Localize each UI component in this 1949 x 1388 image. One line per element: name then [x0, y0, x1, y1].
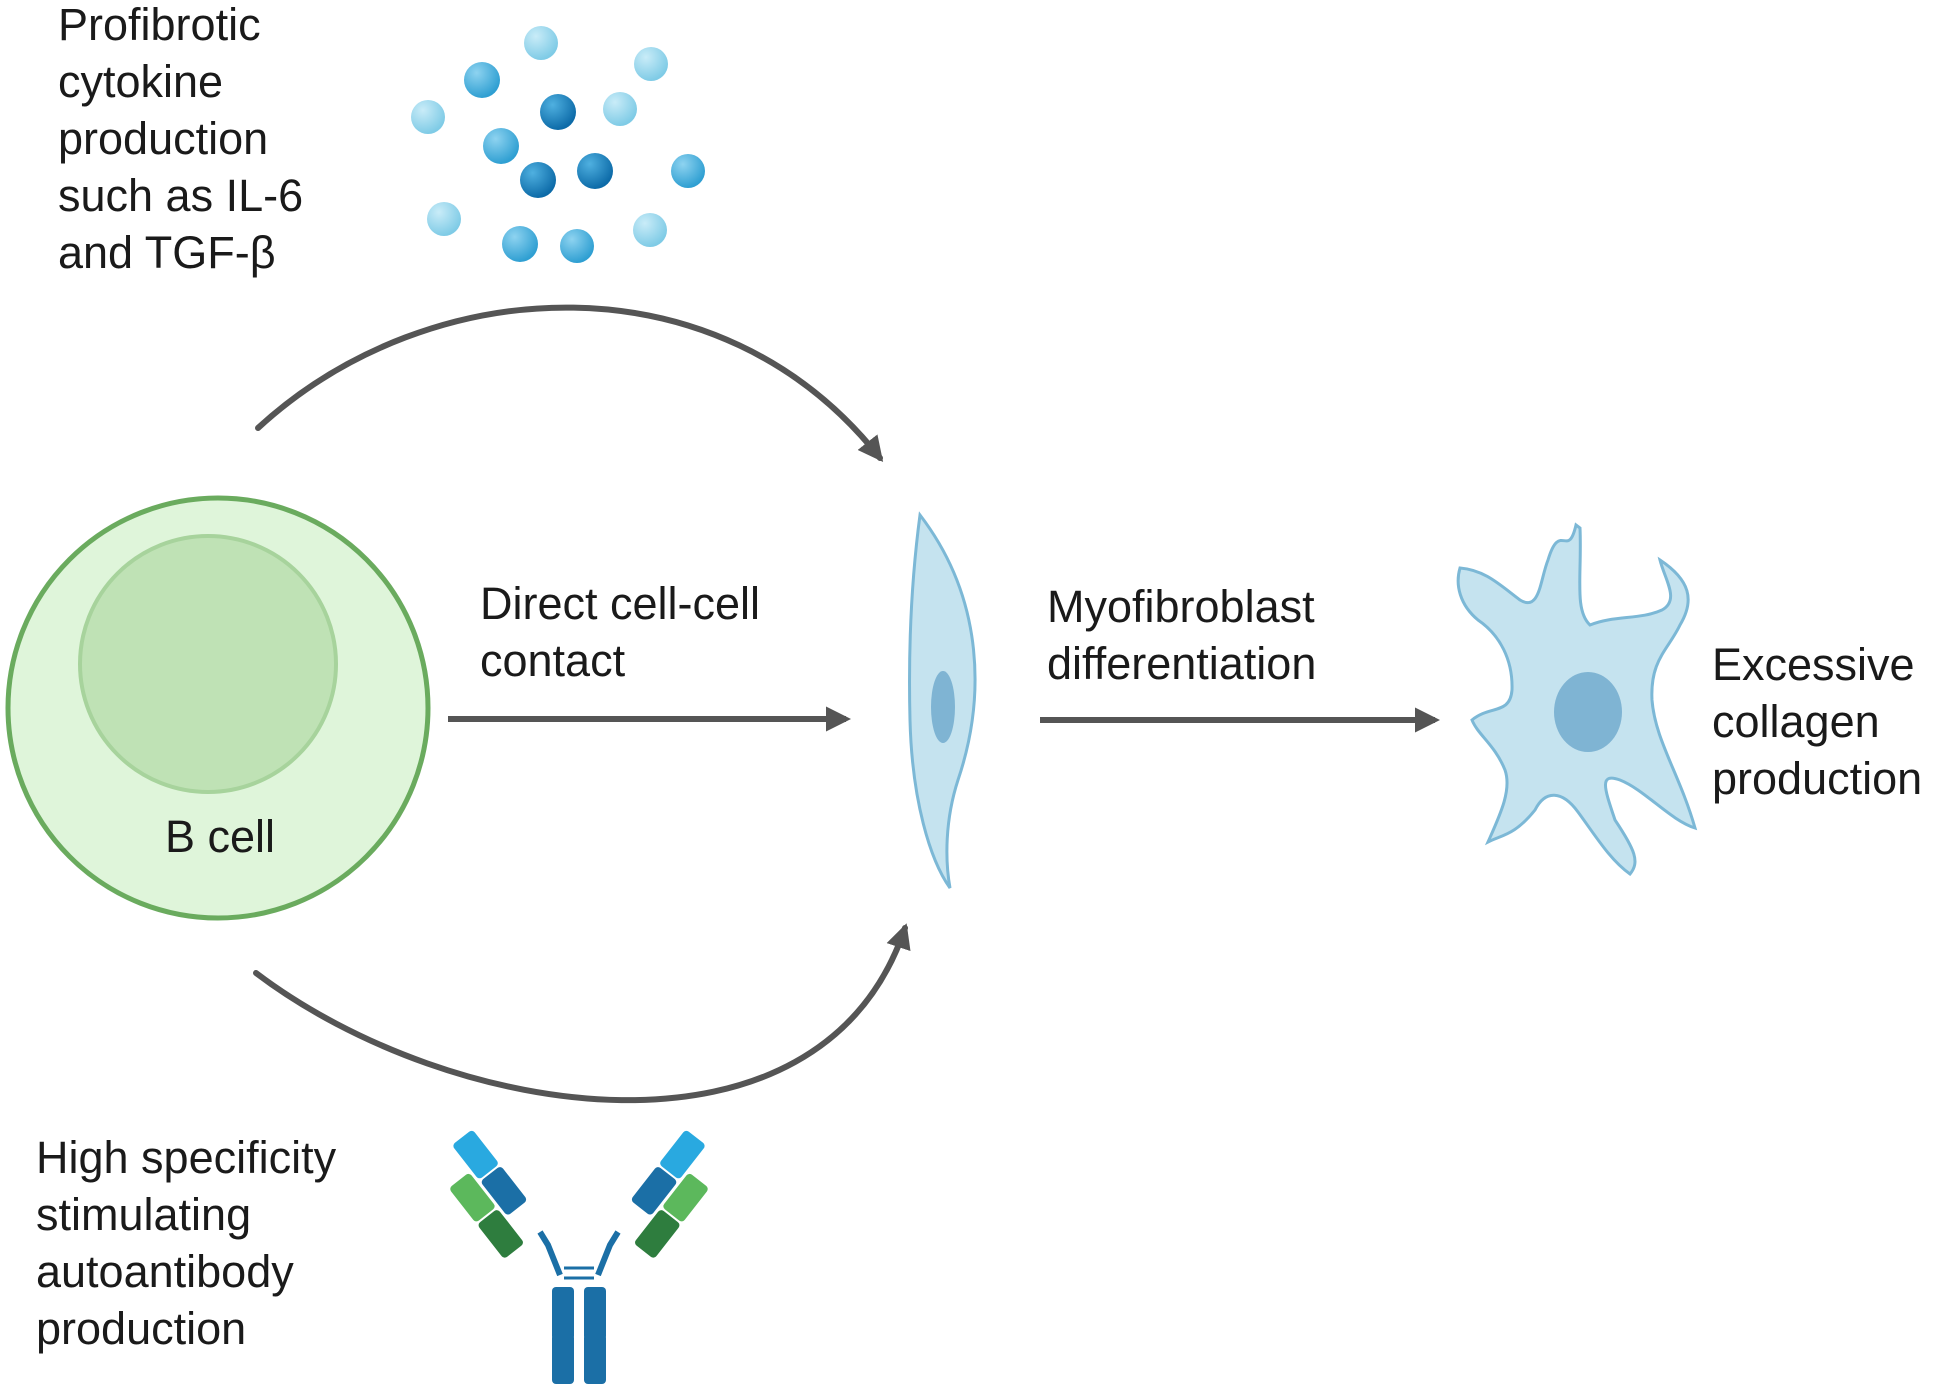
b-cell-label: B cell — [165, 811, 275, 862]
cytokine-dot-icon — [577, 153, 613, 189]
cytokine-label-line: such as IL-6 — [58, 170, 303, 221]
cytokine-label-line: Profibrotic — [58, 0, 261, 50]
contact-label-line: Direct cell-cell — [480, 578, 760, 629]
cytokine-dot-icon — [502, 226, 538, 262]
cytokine-label-line: and TGF-β — [58, 227, 276, 278]
cytokine-label-line: production — [58, 113, 268, 164]
cytokine-dot-icon — [520, 162, 556, 198]
antibody-heavy-chain — [552, 1287, 574, 1340]
autoantibody-label-line: autoantibody — [36, 1246, 294, 1297]
differentiation-label-line: differentiation — [1047, 638, 1316, 689]
cytokine-label-line: cytokine — [58, 56, 223, 107]
differentiation-label-line: Myofibroblast — [1047, 581, 1315, 632]
cytokine-dot-icon — [634, 47, 668, 81]
cytokine-dot-icon — [633, 213, 667, 247]
antibody-heavy-chain — [552, 1334, 574, 1384]
cytokine-label: Profibrotic cytokine production such as … — [58, 0, 316, 278]
antibody-heavy-chain — [584, 1287, 606, 1340]
antibody-heavy-chain — [584, 1334, 606, 1384]
cytokine-dot-icon — [524, 26, 558, 60]
differentiation-label: Myofibroblast differentiation — [1047, 581, 1327, 689]
cytokine-dot-icon — [483, 128, 519, 164]
cytokine-dot-icon — [560, 229, 594, 263]
fibroblast-nucleus — [931, 671, 955, 743]
cytokine-dot-icon — [427, 202, 461, 236]
autoantibody-label: High specificity stimulating autoantibod… — [36, 1132, 349, 1354]
cytokine-dot-icon — [671, 154, 705, 188]
collagen-label-line: production — [1712, 753, 1922, 804]
b-cell-nucleus — [78, 534, 338, 794]
collagen-label-line: collagen — [1712, 696, 1880, 747]
autoantibody-label-line: stimulating — [36, 1189, 251, 1240]
contact-label: Direct cell-cell contact — [480, 578, 773, 686]
cytokine-cluster-icon — [411, 26, 705, 263]
autoantibody-label-line: production — [36, 1303, 246, 1354]
autoantibody-label-line: High specificity — [36, 1132, 337, 1183]
antibody-icon — [450, 1130, 708, 1384]
autoantibody-arrow — [253, 923, 911, 1104]
b-cell-icon — [5, 495, 431, 921]
contact-label-line: contact — [480, 635, 626, 686]
cytokine-arrow — [255, 304, 884, 462]
myofibroblast-nucleus — [1554, 672, 1622, 752]
cytokine-dot-icon — [411, 100, 445, 134]
collagen-label-line: Excessive — [1712, 639, 1915, 690]
cytokine-dot-icon — [464, 62, 500, 98]
myofibroblast-icon — [1456, 522, 1698, 877]
fibroblast-icon — [908, 511, 977, 889]
cytokine-dot-icon — [540, 94, 576, 130]
cytokine-dot-icon — [603, 92, 637, 126]
collagen-label: Excessive collagen production — [1712, 639, 1927, 804]
